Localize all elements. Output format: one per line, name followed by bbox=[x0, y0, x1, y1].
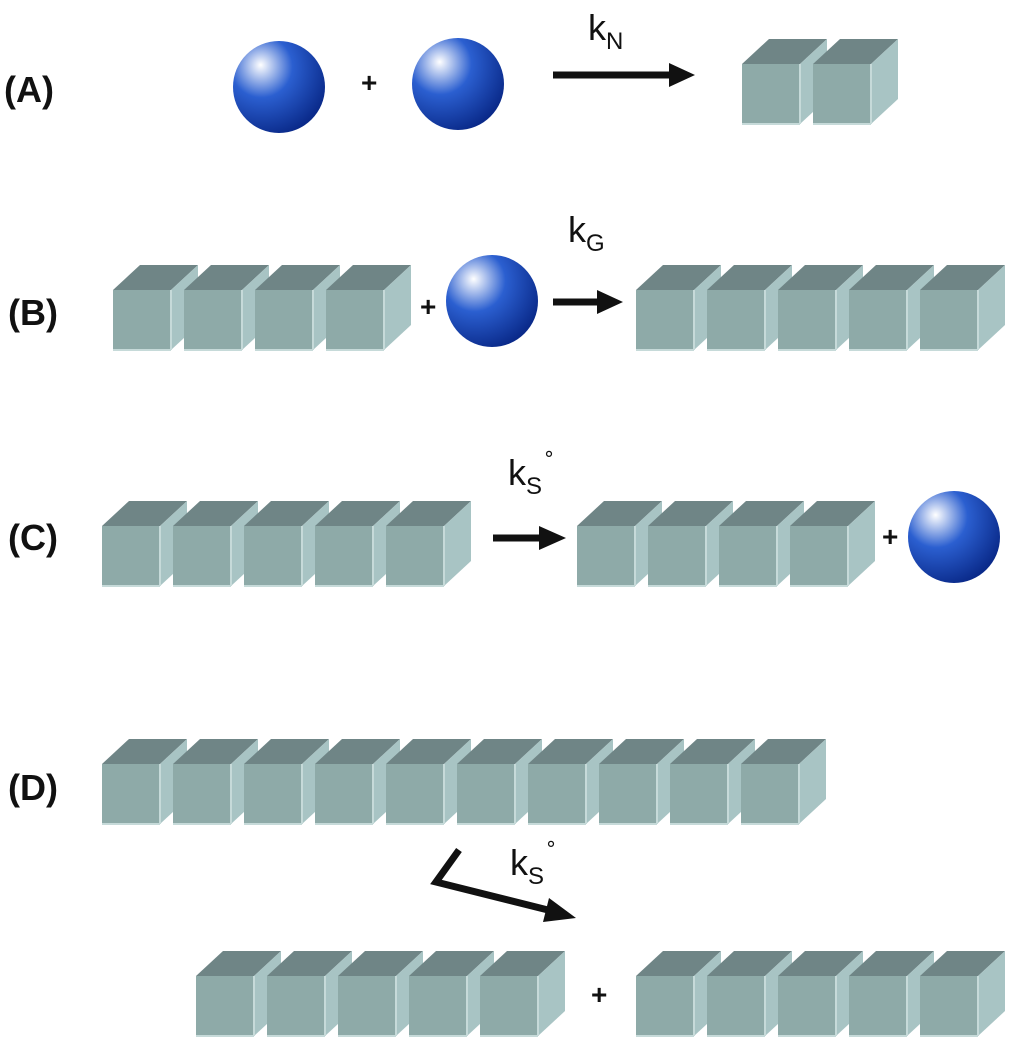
blue-sphere-icon bbox=[412, 38, 504, 130]
plus-sign-a: + bbox=[361, 67, 377, 98]
blue-sphere-icon bbox=[908, 491, 1000, 583]
blue-sphere-icon bbox=[233, 41, 325, 133]
cube-icon bbox=[102, 501, 187, 587]
cube-icon bbox=[741, 739, 826, 825]
panel-label-c: (C) bbox=[8, 517, 58, 558]
cube-icon bbox=[599, 739, 684, 825]
cube-icon bbox=[386, 501, 471, 587]
cube-icon bbox=[920, 265, 1005, 351]
panel-label-d: (D) bbox=[8, 767, 58, 808]
cube-icon bbox=[790, 501, 875, 587]
cube-icon bbox=[326, 265, 411, 351]
cube-icon bbox=[813, 39, 898, 125]
right-arrow-icon bbox=[553, 290, 623, 314]
rate-constant-a: kN bbox=[588, 7, 623, 55]
blue-sphere-icon bbox=[446, 255, 538, 347]
cube-icon bbox=[267, 951, 352, 1037]
plus-sign-c: + bbox=[882, 521, 898, 552]
panel-label-b: (B) bbox=[8, 292, 58, 333]
right-arrow-icon bbox=[493, 526, 566, 550]
plus-sign-d: + bbox=[591, 979, 607, 1010]
right-arrow-icon bbox=[553, 63, 695, 87]
rate-constant-c: kS° bbox=[508, 447, 554, 500]
cube-icon bbox=[480, 951, 565, 1037]
panel-label-a: (A) bbox=[4, 69, 54, 110]
rate-constant-d: kS° bbox=[510, 837, 556, 890]
bent-arrow-icon bbox=[430, 847, 576, 922]
cube-icon bbox=[920, 951, 1005, 1037]
plus-sign-b: + bbox=[420, 291, 436, 322]
rate-constant-b: kG bbox=[568, 209, 605, 257]
